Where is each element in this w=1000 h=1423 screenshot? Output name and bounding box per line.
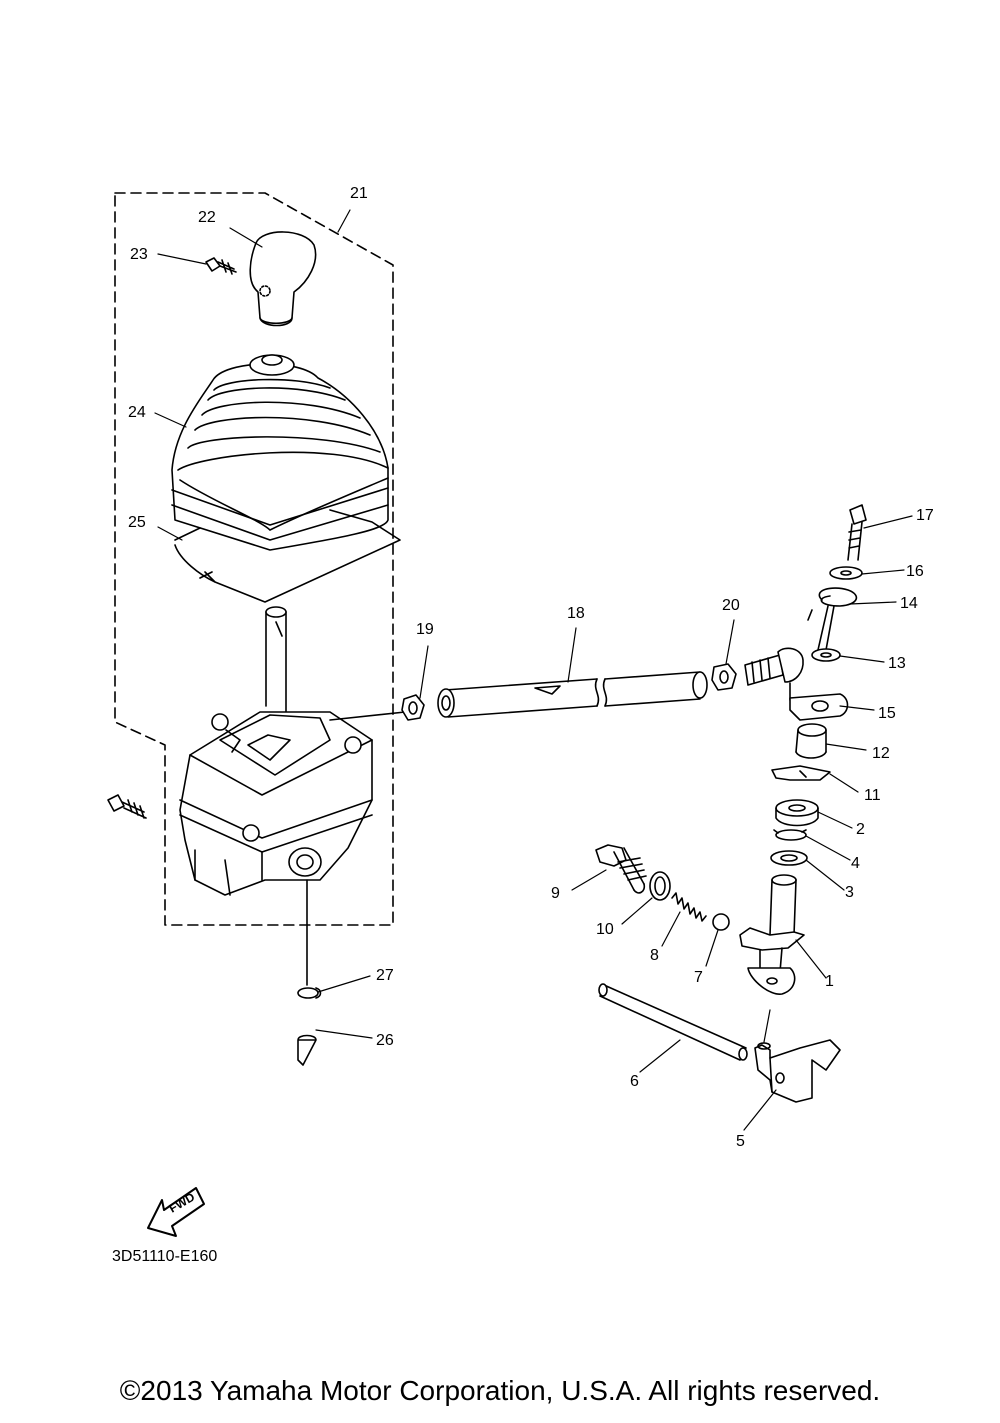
ball-7 <box>712 913 730 931</box>
washer-16 <box>829 566 863 580</box>
washer-3 <box>770 850 808 866</box>
stopper-11 <box>771 765 831 781</box>
label-5: 5 <box>736 1133 745 1150</box>
label-7: 7 <box>694 969 703 986</box>
label-10: 10 <box>596 921 614 938</box>
label-15: 15 <box>878 705 896 722</box>
label-24: 24 <box>128 404 146 421</box>
label-23: 23 <box>130 246 148 263</box>
washer-13 <box>811 648 841 662</box>
shift-knob <box>249 231 317 327</box>
label-14: 14 <box>900 595 918 612</box>
label-6: 6 <box>630 1073 639 1090</box>
leader-lines <box>154 209 913 1131</box>
label-17: 17 <box>916 507 934 524</box>
fwd-arrow-icon <box>147 1187 205 1237</box>
nut-20 <box>711 663 737 691</box>
nut-19 <box>401 694 425 721</box>
collar-2 <box>775 799 819 827</box>
housing-bolt <box>107 794 147 819</box>
spring-14 <box>807 587 858 651</box>
shift-shaft <box>739 874 805 995</box>
bolt-17 <box>847 504 867 561</box>
pin-assembly <box>297 879 322 1066</box>
part-labels: 1 2 3 4 5 6 7 8 9 10 11 12 13 14 15 16 1… <box>128 185 934 1216</box>
screw-23 <box>205 257 237 275</box>
o-ring-10 <box>649 871 671 901</box>
label-26: 26 <box>376 1032 394 1049</box>
copyright-notice: ©2013 Yamaha Motor Corporation, U.S.A. A… <box>119 1375 881 1406</box>
label-21: 21 <box>350 185 368 202</box>
shift-rod <box>329 671 708 721</box>
label-25: 25 <box>128 514 146 531</box>
shift-gate-housing <box>179 711 373 896</box>
assembly-boundary <box>114 192 394 926</box>
label-12: 12 <box>872 745 890 762</box>
shift-lever-rod <box>265 606 287 721</box>
label-19: 19 <box>416 621 434 638</box>
label-18: 18 <box>567 605 585 622</box>
label-27: 27 <box>376 967 394 984</box>
label-2: 2 <box>856 821 865 838</box>
label-3: 3 <box>845 884 854 901</box>
shift-fork-shaft <box>598 983 748 1061</box>
collar-12 <box>795 723 827 759</box>
label-8: 8 <box>650 947 659 964</box>
label-22: 22 <box>198 209 216 226</box>
ball-joint <box>744 647 804 701</box>
shift-arm <box>789 693 849 721</box>
label-4: 4 <box>851 855 860 872</box>
shift-boot <box>171 354 389 551</box>
label-13: 13 <box>888 655 906 672</box>
plug-9 <box>595 844 647 894</box>
wire-clip <box>174 509 401 603</box>
spring-8 <box>671 892 707 922</box>
diagram-code: 3D51110-E160 <box>112 1248 218 1265</box>
clip-4 <box>773 829 807 841</box>
label-20: 20 <box>722 597 740 614</box>
label-9: 9 <box>551 885 560 902</box>
shift-fork <box>754 1039 841 1103</box>
label-16: 16 <box>906 563 924 580</box>
label-1: 1 <box>825 973 834 990</box>
label-11: 11 <box>864 787 881 804</box>
